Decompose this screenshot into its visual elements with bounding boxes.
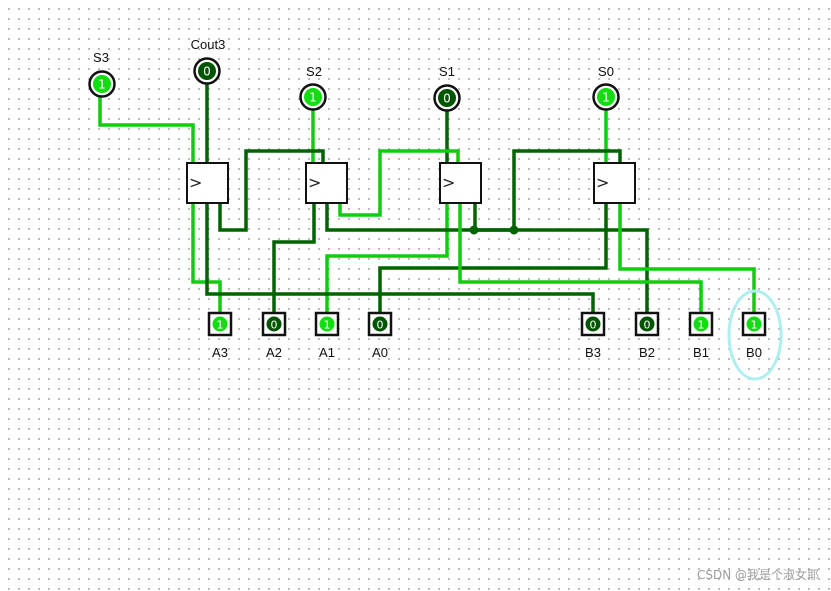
wire-b0[interactable] — [618, 203, 756, 314]
output-value-s0: 1 — [602, 91, 610, 105]
output-value-s2: 1 — [309, 91, 317, 105]
input-label-a1: A1 — [319, 345, 335, 360]
adder-2[interactable]: > — [305, 162, 348, 204]
output-label-s2: S2 — [306, 64, 322, 79]
output-s1[interactable]: S1 0 — [433, 64, 461, 112]
output-led-s2 — [304, 88, 322, 106]
wire-b2[interactable] — [325, 203, 649, 314]
adder-3-body[interactable] — [186, 162, 229, 204]
wire-junction-1 — [469, 225, 479, 235]
adder-2-body[interactable] — [305, 162, 348, 204]
input-label-b3: B3 — [585, 345, 601, 360]
wire-a2[interactable] — [272, 203, 316, 314]
output-led-s0 — [597, 88, 615, 106]
input-a0[interactable]: 0A0 — [367, 311, 393, 360]
input-b1[interactable]: 1B1 — [688, 311, 714, 360]
input-led-a1 — [319, 316, 335, 332]
input-value-b1: 1 — [698, 319, 705, 332]
input-a1[interactable]: 1A1 — [314, 311, 340, 360]
wires-layer — [98, 82, 756, 314]
adder-3[interactable]: > — [186, 162, 229, 204]
selection-highlight — [727, 289, 783, 381]
input-b0[interactable]: 1B0 — [727, 289, 783, 381]
input-label-a2: A2 — [266, 345, 282, 360]
input-value-a1: 1 — [324, 319, 331, 332]
wire-carry-0-1[interactable] — [473, 149, 622, 232]
input-value-a2: 0 — [271, 319, 278, 332]
input-value-b0: 1 — [751, 319, 758, 332]
input-value-a0: 0 — [377, 319, 384, 332]
input-value-a3: 1 — [217, 319, 224, 332]
output-s3[interactable]: S3 1 — [88, 50, 116, 98]
wire-junction-2 — [509, 225, 519, 235]
wire-a0[interactable] — [378, 203, 608, 314]
output-s2[interactable]: S2 1 — [299, 64, 327, 111]
wire-a1[interactable] — [325, 203, 449, 314]
adder-1-body[interactable] — [439, 162, 482, 204]
output-led-s1 — [438, 89, 456, 107]
adder-0-body[interactable] — [593, 162, 636, 204]
wire-carry-1-2[interactable] — [338, 149, 460, 217]
adder-0[interactable]: > — [593, 162, 636, 204]
input-led-b1 — [693, 316, 709, 332]
adder-0-clock-icon: > — [596, 173, 609, 192]
input-a2[interactable]: 0A2 — [261, 311, 287, 360]
wire-s3[interactable] — [98, 95, 195, 163]
input-led-b2 — [639, 316, 655, 332]
output-cout3[interactable]: Cout3 0 — [191, 37, 226, 85]
input-label-a3: A3 — [212, 345, 228, 360]
output-label-s0: S0 — [598, 64, 614, 79]
adder-3-clock-icon: > — [189, 173, 202, 192]
input-b2[interactable]: 0B2 — [634, 311, 660, 360]
input-led-a0 — [372, 316, 388, 332]
wire-b3[interactable] — [205, 203, 595, 314]
input-label-b0: B0 — [746, 345, 762, 360]
input-label-a0: A0 — [372, 345, 388, 360]
output-label-cout3: Cout3 — [191, 37, 226, 52]
input-a3[interactable]: 1A3 — [207, 311, 233, 360]
input-value-b3: 0 — [590, 319, 597, 332]
wire-b1[interactable] — [458, 203, 703, 314]
output-s0[interactable]: S0 1 — [592, 64, 620, 111]
wire-carry-2-3[interactable] — [218, 149, 325, 232]
output-led-s3 — [93, 75, 111, 93]
input-value-b2: 0 — [644, 319, 651, 332]
adder-1-clock-icon: > — [442, 173, 455, 192]
input-led-a3 — [212, 316, 228, 332]
input-led-a2 — [266, 316, 282, 332]
output-label-s1: S1 — [439, 64, 455, 79]
output-led-cout3 — [198, 62, 216, 80]
input-label-b1: B1 — [693, 345, 709, 360]
watermark: CSDN @我是个淑女耶 — [696, 568, 819, 582]
adder-2-clock-icon: > — [308, 173, 321, 192]
output-value-s1: 0 — [443, 92, 451, 106]
input-led-b0 — [746, 316, 762, 332]
input-led-b3 — [585, 316, 601, 332]
adder-1[interactable]: > — [439, 162, 482, 204]
output-value-s3: 1 — [98, 78, 106, 92]
output-value-cout3: 0 — [203, 65, 211, 79]
adders-layer: > > > > — [186, 162, 636, 204]
input-label-b2: B2 — [639, 345, 655, 360]
input-b3[interactable]: 0B3 — [580, 311, 606, 360]
output-label-s3: S3 — [93, 50, 109, 65]
